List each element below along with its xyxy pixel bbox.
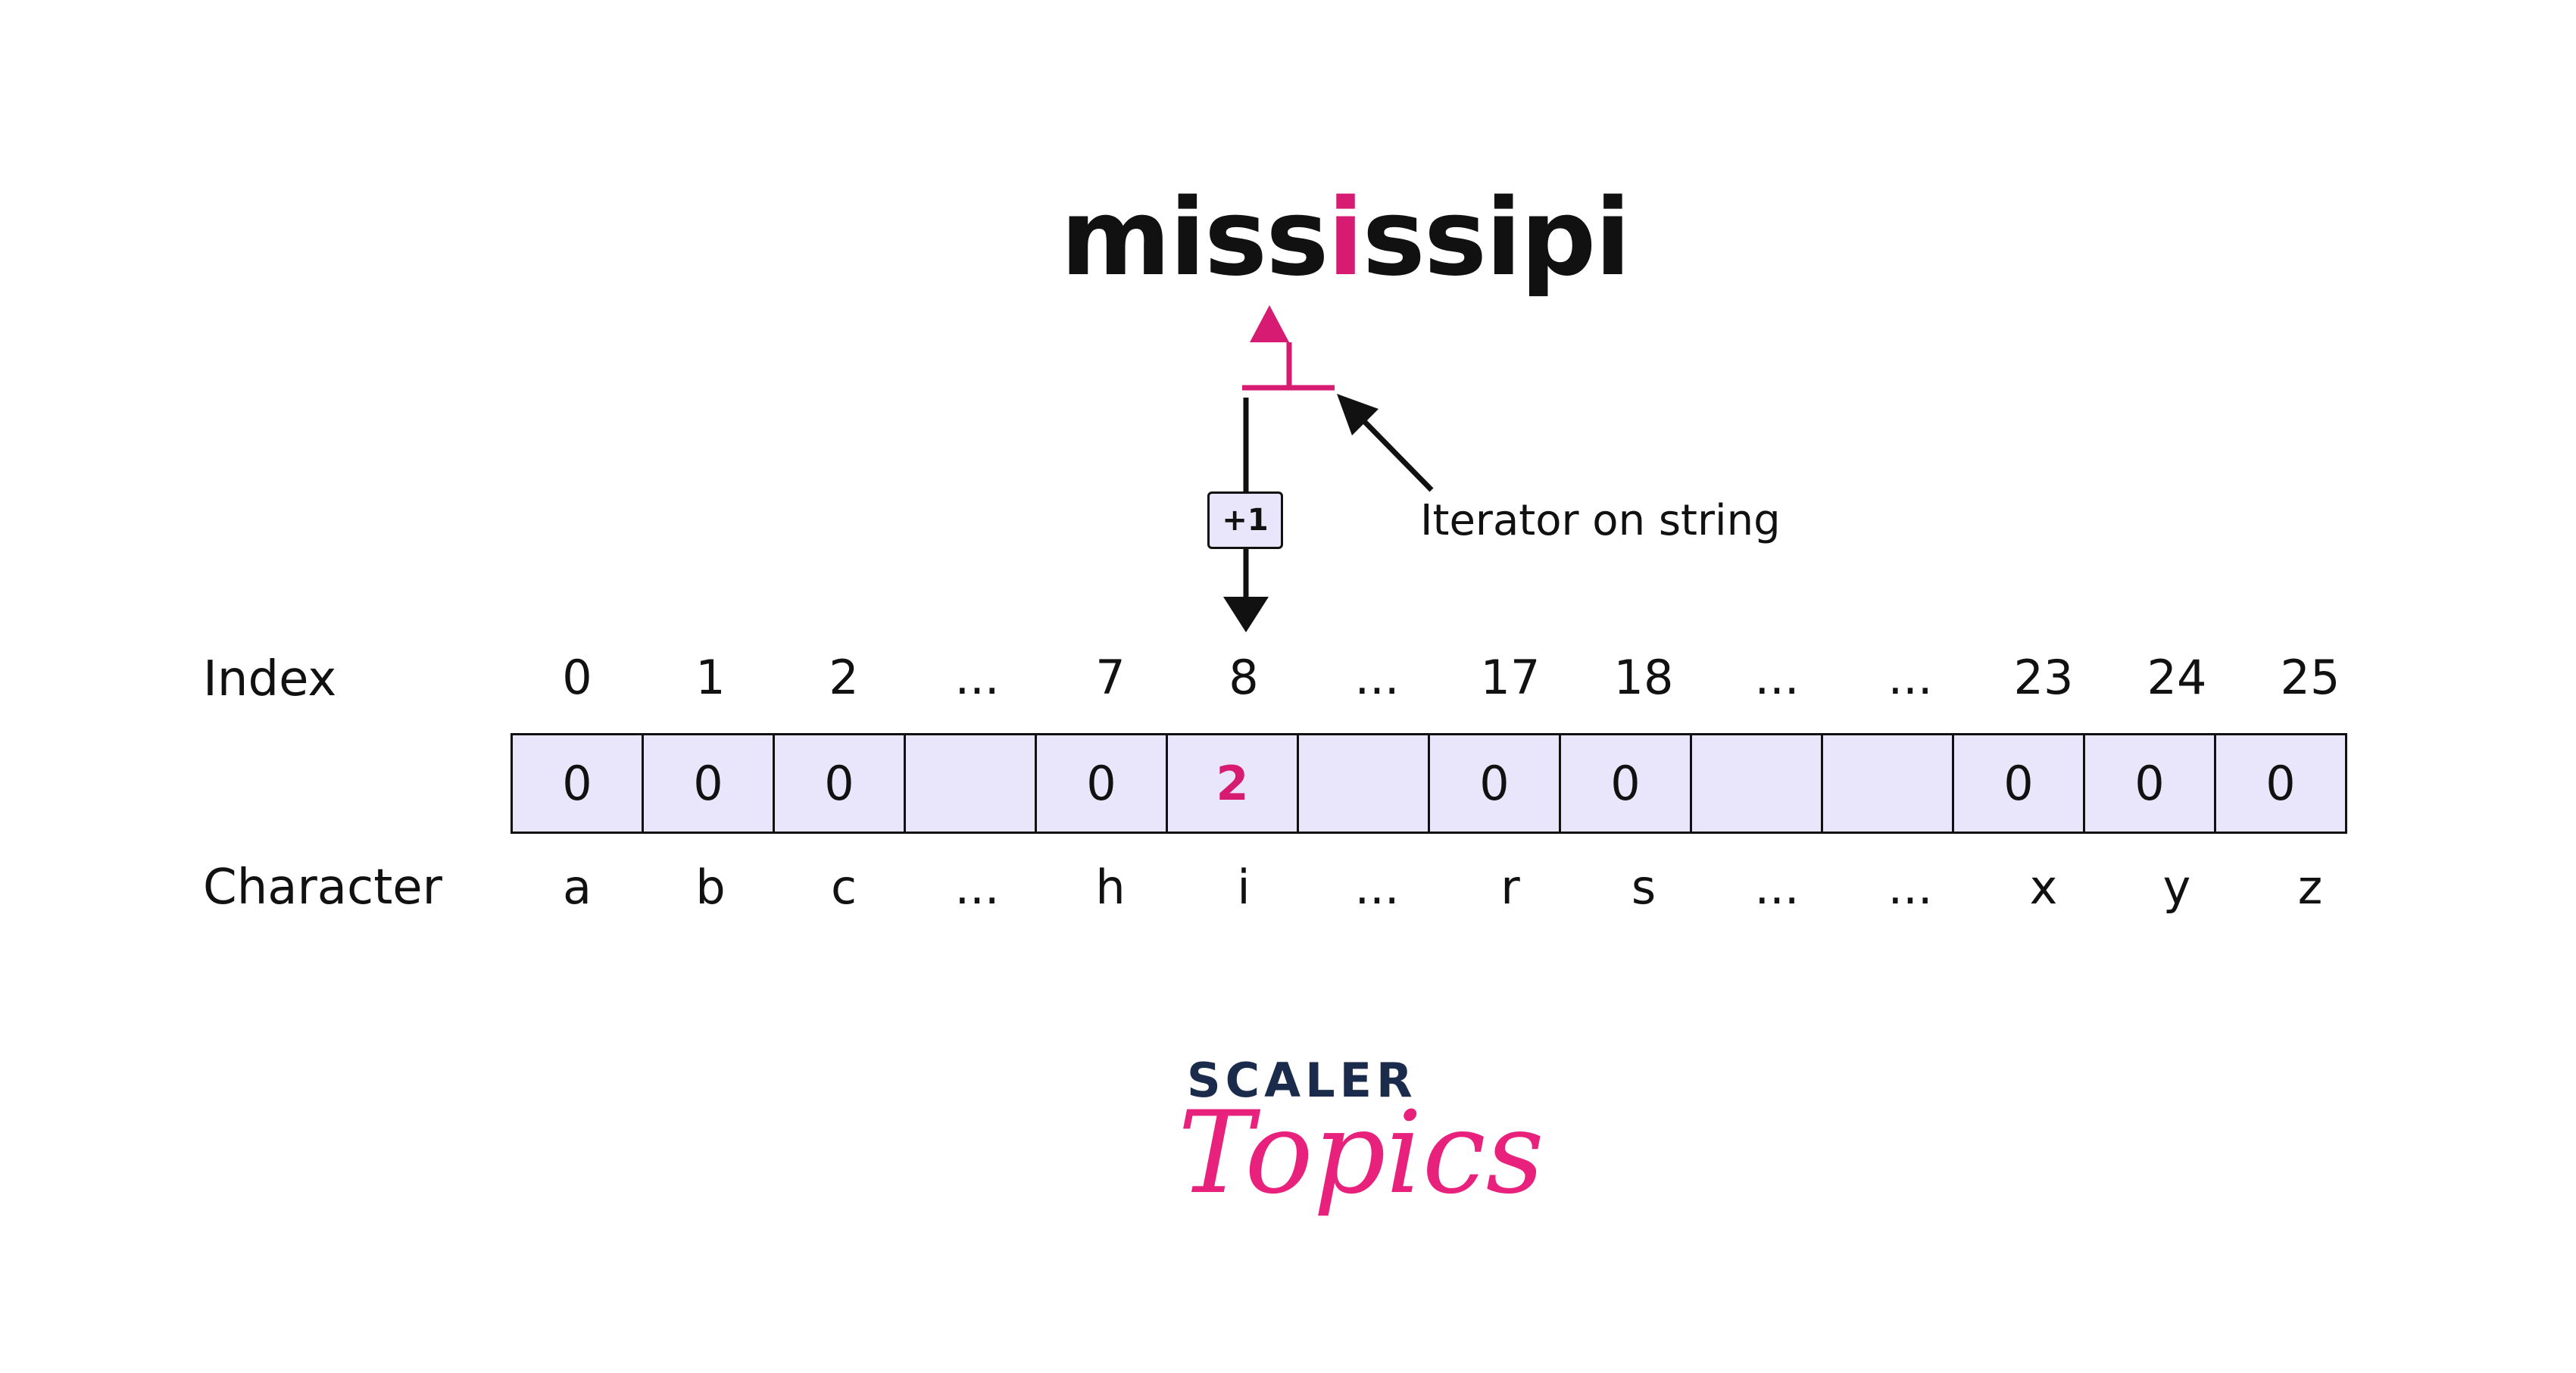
index-label: 1: [695, 650, 726, 705]
index-label: ...: [1754, 650, 1800, 705]
character-label: y: [2162, 860, 2191, 915]
character-row: a b c ... h i ... r s ... ... x y z: [511, 860, 2377, 915]
pointer-arrow-line: [1354, 410, 1434, 492]
count-cell: 0: [1952, 733, 2085, 834]
count-cell: [1690, 733, 1823, 834]
character-label: ...: [1354, 860, 1400, 915]
index-label: 2: [829, 650, 859, 705]
count-cell: 0: [2214, 733, 2347, 834]
iterator-arrowhead: [1250, 305, 1289, 342]
character-label: ...: [1888, 860, 1933, 915]
index-label: 7: [1095, 650, 1126, 705]
count-cell-highlighted: 2: [1166, 733, 1299, 834]
string-suffix: ssipi: [1362, 176, 1631, 300]
count-cell: 0: [2083, 733, 2216, 834]
count-cell: 0: [773, 733, 906, 834]
count-array: 0 0 0 0 2 0 0 0 0 0: [511, 733, 2347, 834]
index-label: 8: [1229, 650, 1259, 705]
logo-topics-text: Topics: [1178, 1087, 1544, 1219]
index-label: ...: [1888, 650, 1933, 705]
count-cell: [1297, 733, 1430, 834]
index-label: 25: [2280, 650, 2340, 705]
character-label: z: [2297, 860, 2323, 915]
count-cell: [904, 733, 1037, 834]
count-cell: 0: [642, 733, 775, 834]
index-row: 0 1 2 ... 7 8 ... 17 18 ... ... 23 24 25: [511, 650, 2377, 705]
index-label: 24: [2147, 650, 2207, 705]
count-cell: 0: [1035, 733, 1168, 834]
character-label: c: [830, 860, 857, 915]
character-label: ...: [954, 860, 1000, 915]
current-character: i: [1327, 176, 1364, 300]
character-label: b: [695, 860, 726, 915]
character-label: h: [1095, 860, 1126, 915]
index-label: 17: [1480, 650, 1541, 705]
character-label: a: [563, 860, 592, 915]
iterator-label: Iterator on string: [1420, 496, 1781, 545]
index-label: ...: [954, 650, 1000, 705]
index-label: ...: [1354, 650, 1400, 705]
character-label: x: [2029, 860, 2058, 915]
count-cell: 0: [511, 733, 644, 834]
count-cell: [1821, 733, 1954, 834]
input-string: miss i ssipi: [1060, 176, 1631, 300]
count-cell: 0: [1559, 733, 1692, 834]
increment-arrowhead: [1223, 597, 1269, 632]
index-row-label: Index: [203, 651, 337, 707]
pointer-arrowhead: [1337, 394, 1379, 435]
count-cell: 0: [1428, 733, 1561, 834]
increment-box: +1: [1207, 491, 1283, 549]
logo-scaler-text: SCALER: [1187, 1053, 1417, 1108]
string-prefix: miss: [1060, 176, 1329, 300]
character-label: i: [1237, 860, 1251, 915]
character-label: r: [1500, 860, 1520, 915]
character-label: s: [1631, 860, 1656, 915]
character-row-label: Character: [203, 860, 442, 916]
index-label: 23: [2013, 650, 2074, 705]
character-label: ...: [1754, 860, 1800, 915]
index-label: 18: [1613, 650, 1674, 705]
index-label: 0: [562, 650, 592, 705]
scaler-topics-logo: SCALER Topics: [1178, 1053, 1544, 1250]
